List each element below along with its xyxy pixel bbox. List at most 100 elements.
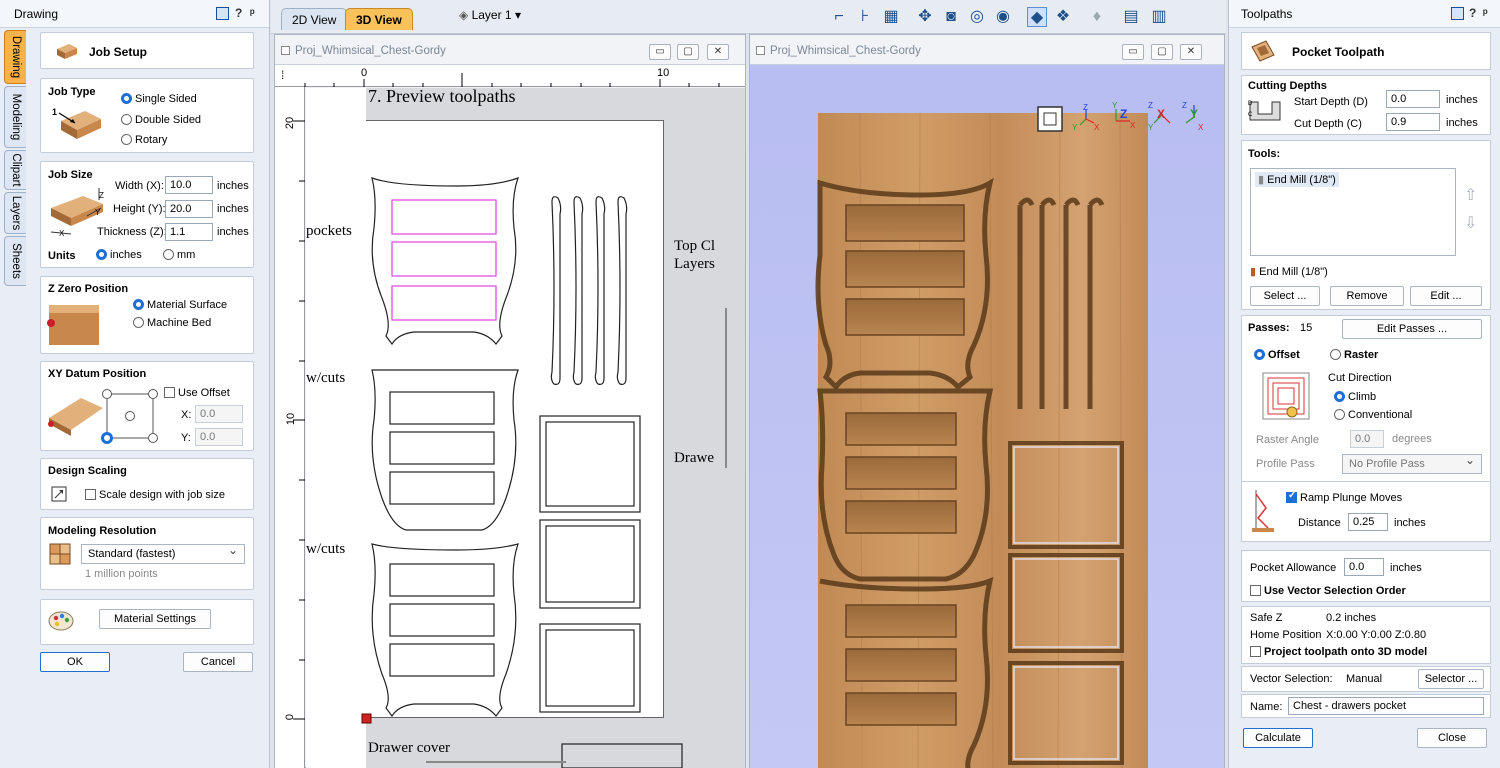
- tile-view-icon[interactable]: ▥: [1151, 8, 1167, 25]
- cancel-button[interactable]: Cancel: [183, 652, 253, 672]
- svg-text:D: D: [1248, 101, 1253, 107]
- project-toolpath-checkbox[interactable]: Project toolpath onto 3D model: [1250, 646, 1427, 658]
- radio-single-sided[interactable]: Single Sided: [121, 93, 197, 105]
- scale-design-checkbox[interactable]: Scale design with job size: [85, 489, 225, 501]
- offset-y-label: Y:: [181, 432, 191, 444]
- offset-x-input[interactable]: [195, 405, 243, 423]
- height-input[interactable]: [165, 200, 213, 218]
- radio-machine-bed[interactable]: Machine Bed: [133, 317, 211, 329]
- autohide-pin-icon[interactable]: ᵖ: [250, 6, 255, 20]
- edit-passes-button[interactable]: Edit Passes ...: [1342, 319, 1482, 339]
- material-settings-button[interactable]: Material Settings: [99, 609, 211, 629]
- document-icon: [756, 46, 765, 55]
- ruler-origin-icon[interactable]: ⁞: [281, 68, 285, 82]
- shading-icon[interactable]: ❖: [1055, 8, 1071, 25]
- tools-list[interactable]: ▮ End Mill (1/8"): [1250, 168, 1456, 256]
- zoom-fit-icon[interactable]: ◎: [970, 8, 984, 25]
- selector-button[interactable]: Selector ...: [1418, 669, 1484, 689]
- pin-toggle-icon[interactable]: [1451, 6, 1464, 21]
- grid-icon[interactable]: ▦: [883, 8, 899, 25]
- thickness-input[interactable]: [165, 223, 213, 241]
- axis-label: Y: [1148, 123, 1154, 132]
- cut-depth-input[interactable]: [1386, 113, 1440, 131]
- radio-offset[interactable]: Offset: [1254, 349, 1300, 361]
- width-input[interactable]: [165, 176, 213, 194]
- close-button[interactable]: Close: [1417, 728, 1487, 748]
- raster-angle-input[interactable]: [1350, 430, 1384, 448]
- toolpath-name-input[interactable]: [1288, 697, 1484, 715]
- move-down-arrow-icon[interactable]: ⇩: [1464, 215, 1478, 232]
- edit-tool-button[interactable]: Edit ...: [1410, 286, 1482, 306]
- tab-2d-view[interactable]: 2D View: [281, 8, 348, 30]
- minimize-button[interactable]: ▭: [1122, 44, 1144, 60]
- tab-drawing[interactable]: Drawing: [4, 30, 26, 84]
- ok-button[interactable]: OK: [40, 652, 110, 672]
- drawing-canvas-2d[interactable]: 7. Preview toolpaths pockets w/cuts w/cu…: [306, 88, 745, 768]
- raster-angle-unit: degrees: [1392, 433, 1432, 445]
- help-icon[interactable]: ?: [1469, 6, 1477, 20]
- close-window-button[interactable]: ✕: [1180, 44, 1202, 60]
- model-icon[interactable]: ♦: [1092, 8, 1102, 25]
- remove-tool-button[interactable]: Remove: [1330, 286, 1404, 306]
- radio-conventional[interactable]: Conventional: [1334, 409, 1412, 421]
- snap-icon[interactable]: ⌐: [834, 8, 844, 25]
- cutting-depths-section: Cutting Depths DC Start Depth (D) inches…: [1241, 75, 1491, 135]
- view-2d-titlebar: Proj_Whimsical_Chest-Gordy ▭ ▢ ✕: [275, 35, 745, 65]
- zoom-icon[interactable]: ◙: [946, 8, 956, 25]
- layer-dropdown[interactable]: ◈ Layer 1 ▾: [459, 8, 521, 22]
- tab-clipart[interactable]: Clipart: [4, 150, 26, 190]
- ramp-plunge-checkbox[interactable]: Ramp Plunge Moves: [1286, 490, 1402, 504]
- width-unit: inches: [217, 180, 249, 192]
- tab-3d-view[interactable]: 3D View: [345, 8, 413, 30]
- radio-double-sided[interactable]: Double Sided: [121, 114, 201, 126]
- tools-label: Tools:: [1248, 148, 1281, 160]
- tab-modeling[interactable]: Modeling: [4, 86, 26, 148]
- units-label: Units: [48, 250, 76, 262]
- move-up-arrow-icon[interactable]: ⇧: [1464, 187, 1478, 204]
- snap-grid-icon[interactable]: ⊦: [860, 8, 870, 25]
- job-type-side-number: 1: [52, 107, 58, 117]
- material-settings-section: Material Settings: [40, 599, 254, 645]
- maximize-button[interactable]: ▢: [677, 44, 699, 60]
- close-window-button[interactable]: ✕: [707, 44, 729, 60]
- tool-list-item[interactable]: ▮ End Mill (1/8"): [1255, 172, 1339, 187]
- single-sided-icon: [58, 111, 101, 139]
- radio-climb[interactable]: Climb: [1334, 391, 1376, 403]
- drawing-panel-titlebar: Drawing ? ᵖ: [0, 0, 269, 28]
- radio-units-inches[interactable]: inches: [96, 249, 142, 261]
- ruler-horizontal: 0 10 ⁞: [275, 65, 745, 87]
- axis-label: Z: [1148, 101, 1153, 110]
- height-label: Height (Y):: [113, 203, 166, 215]
- start-depth-input[interactable]: [1386, 90, 1440, 108]
- profile-pass-select[interactable]: No Profile Pass: [1342, 453, 1482, 474]
- pocket-allowance-input[interactable]: [1344, 558, 1384, 576]
- viewport-3d[interactable]: Z X Y Y Z X Z X Y Z X Y: [750, 65, 1224, 768]
- radio-rotary[interactable]: Rotary: [121, 134, 167, 146]
- toolpath-preview-icon[interactable]: ◆: [1027, 7, 1047, 27]
- note-drawer: Drawe: [674, 450, 714, 466]
- zoom-selection-icon[interactable]: ◉: [996, 8, 1010, 25]
- note-preview-toolpaths: 7. Preview toolpaths: [368, 88, 516, 106]
- tab-sheets[interactable]: Sheets: [4, 236, 26, 286]
- vector-selection-order-checkbox[interactable]: Use Vector Selection Order: [1250, 585, 1406, 597]
- tab-layers[interactable]: Layers: [4, 192, 26, 234]
- offset-y-input[interactable]: [195, 428, 243, 446]
- radio-units-mm[interactable]: mm: [163, 249, 195, 261]
- pin-toggle-icon[interactable]: [216, 6, 229, 21]
- select-tool-button[interactable]: Select ...: [1250, 286, 1320, 306]
- autohide-pin-icon[interactable]: ᵖ: [1483, 6, 1488, 20]
- maximize-button[interactable]: ▢: [1151, 44, 1173, 60]
- minimize-button[interactable]: ▭: [649, 44, 671, 60]
- help-icon[interactable]: ?: [235, 6, 243, 20]
- ramp-distance-label: Distance: [1298, 517, 1341, 529]
- axis-z-label: Z: [99, 191, 104, 200]
- radio-material-surface[interactable]: Material Surface: [133, 299, 227, 311]
- radio-raster[interactable]: Raster: [1330, 349, 1378, 361]
- note-pockets: pockets: [306, 223, 352, 239]
- use-offset-checkbox[interactable]: Use Offset: [164, 387, 230, 399]
- pan-icon[interactable]: ✥: [918, 8, 932, 25]
- ramp-distance-input[interactable]: [1348, 513, 1388, 531]
- calculate-button[interactable]: Calculate: [1243, 728, 1313, 748]
- modeling-resolution-select[interactable]: Standard (fastest): [81, 543, 245, 564]
- split-view-icon[interactable]: ▤: [1123, 8, 1139, 25]
